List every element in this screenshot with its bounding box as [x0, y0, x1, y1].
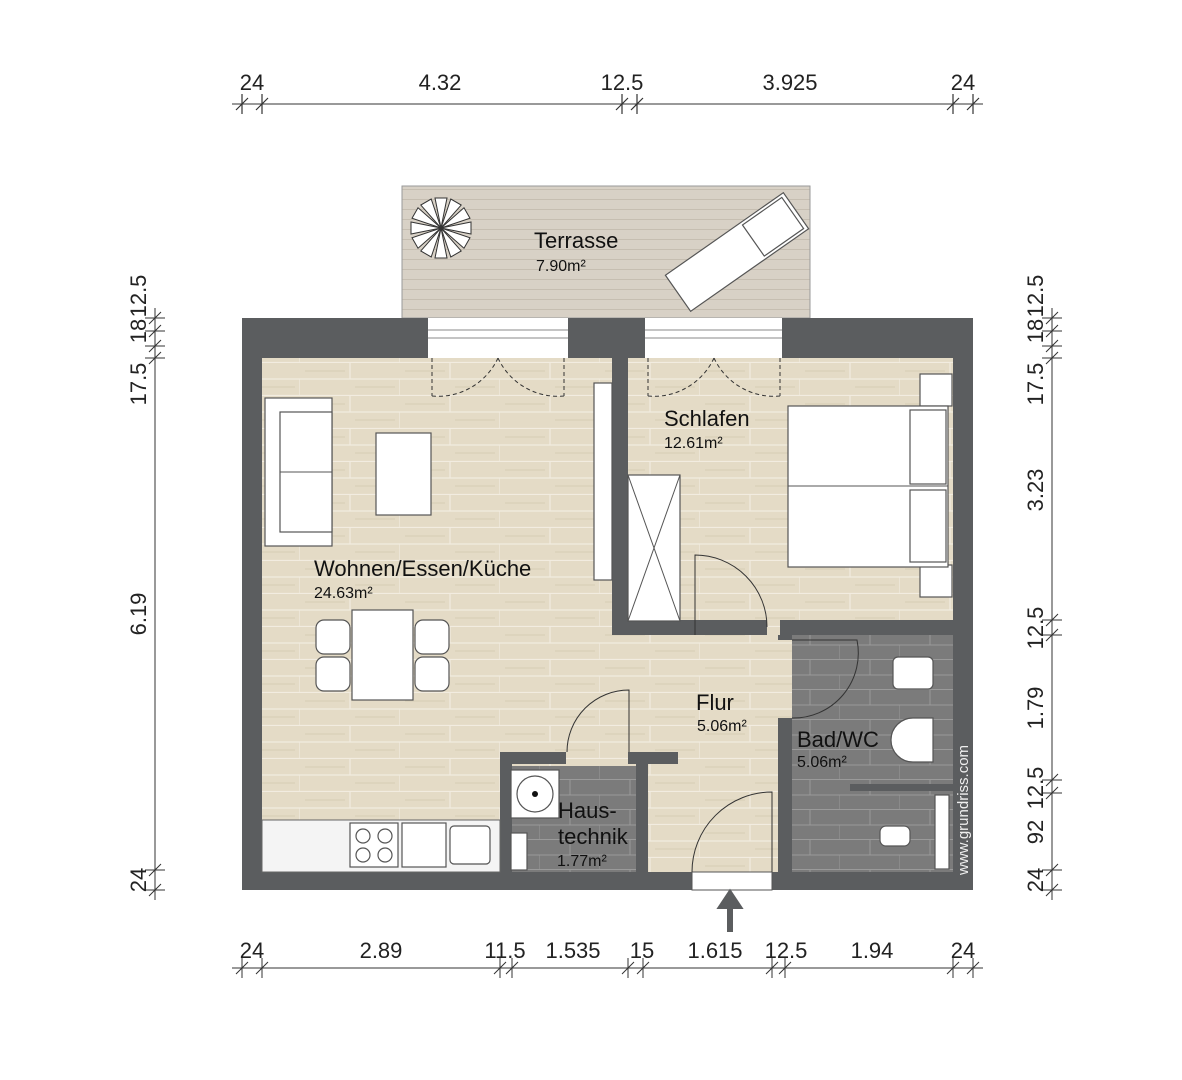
- dining-set-icon: [315, 609, 450, 701]
- dim-bottom-0: 24: [240, 938, 264, 963]
- dim-top-1: 4.32: [419, 70, 462, 95]
- dim-top-4: 24: [951, 70, 975, 95]
- dimension-bottom: [232, 958, 983, 978]
- room-area-bad: 5.06m²: [797, 754, 847, 771]
- dim-left-4: 24: [126, 868, 151, 892]
- dim-left-2: 17.5: [126, 363, 151, 406]
- dim-right-2: 17.5: [1023, 363, 1048, 406]
- dim-bottom-2: 11.5: [484, 938, 525, 963]
- entrance-arrow-icon: [716, 888, 744, 932]
- room-name-flur: Flur: [696, 690, 734, 715]
- window-living[interactable]: [428, 318, 568, 358]
- dim-right-5: 1.79: [1023, 687, 1048, 730]
- room-area-schlafen: 12.61m²: [664, 435, 723, 452]
- room-area-flur: 5.06m²: [697, 718, 747, 735]
- door-bedroom: [694, 554, 768, 635]
- entrance-door[interactable]: [691, 871, 773, 891]
- room-name-schlafen: Schlafen: [664, 406, 750, 431]
- double-bed-icon: [787, 373, 953, 598]
- dim-right-1: 18: [1023, 319, 1048, 343]
- dim-bottom-1: 2.89: [360, 938, 403, 963]
- dim-bottom-5: 1.615: [687, 938, 742, 963]
- dim-bottom-3: 1.535: [545, 938, 600, 963]
- door-entrance-swing: [691, 791, 773, 873]
- dim-right-0: 12.5: [1023, 275, 1048, 318]
- sofa-icon: [264, 397, 333, 547]
- door-haustechnik: [566, 689, 630, 753]
- room-area-wohnen: 24.63m²: [314, 585, 373, 602]
- dim-bottom-6: 12.5: [765, 938, 808, 963]
- dim-bottom-8: 24: [951, 938, 975, 963]
- room-area-terrasse: 7.90m²: [536, 258, 586, 275]
- heater-icon: [510, 769, 560, 871]
- dim-top-0: 24: [240, 70, 264, 95]
- dim-bottom-7: 1.94: [851, 938, 894, 963]
- window-bedroom[interactable]: [645, 318, 782, 358]
- dim-right-4: 12.5: [1023, 607, 1048, 650]
- dimension-right: [1042, 308, 1062, 900]
- dim-bottom-4: 15: [630, 938, 654, 963]
- dim-right-7: 92: [1023, 820, 1048, 844]
- door-bathroom: [791, 639, 859, 719]
- coffee-table-icon: [375, 432, 432, 516]
- bathroom-fixtures-icon: [850, 656, 953, 870]
- tv-shelf-icon: [593, 382, 613, 581]
- dim-right-8: 24: [1023, 868, 1048, 892]
- dim-right-6: 12.5: [1023, 767, 1048, 810]
- dim-top-2: 12.5: [601, 70, 644, 95]
- dimension-left: [145, 308, 165, 900]
- dim-left-1: 18: [126, 319, 151, 343]
- sun-lounger-icon: [664, 191, 810, 313]
- room-name-terrasse: Terrasse: [534, 228, 618, 253]
- wardrobe-icon: [627, 474, 681, 622]
- watermark: www.grundriss.com: [955, 745, 972, 876]
- kitchen-counter-icon: [261, 819, 501, 873]
- dimension-top: [232, 94, 983, 114]
- plant-icon: [410, 197, 472, 259]
- dim-top-3: 3.925: [762, 70, 817, 95]
- dim-left-3: 6.19: [126, 593, 151, 636]
- dim-right-3: 3.23: [1023, 469, 1048, 512]
- room-name-haustechnik-2: technik: [558, 824, 629, 849]
- dim-left-0: 12.5: [126, 275, 151, 318]
- room-name-bad: Bad/WC: [797, 727, 879, 752]
- room-name-haustechnik-1: Haus-: [558, 798, 617, 823]
- room-area-haustechnik: 1.77m²: [557, 853, 607, 870]
- walls: [242, 318, 973, 890]
- room-name-wohnen: Wohnen/Essen/Küche: [314, 556, 531, 581]
